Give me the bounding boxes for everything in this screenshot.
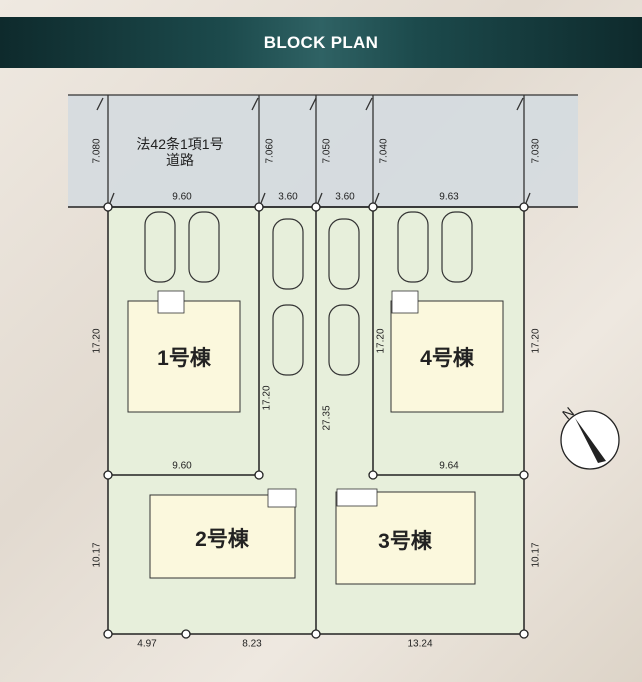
lot2-bottom-a: 4.97 xyxy=(137,638,157,650)
road-width: 7.030 xyxy=(530,138,542,164)
road-width: 7.040 xyxy=(378,138,390,164)
lot4-depth-right: 17.20 xyxy=(530,328,542,354)
road-label: 法42条1項1号道路 xyxy=(136,136,223,168)
lot2-bottom-b: 8.23 xyxy=(242,638,262,650)
road-word: 道路 xyxy=(166,152,194,168)
lot3-bottom: 13.24 xyxy=(407,638,433,650)
lot1-back: 9.60 xyxy=(172,460,192,472)
road-lines xyxy=(68,94,578,207)
page-title: BLOCK PLAN xyxy=(263,32,379,52)
lot2-pole-depth: 17.20 xyxy=(261,385,273,411)
lot1-name: 1号棟 xyxy=(157,347,211,370)
lot3-pole-depth: 27.35 xyxy=(321,405,333,431)
frontage-dim: 3.60 xyxy=(335,191,355,203)
frontage-dim: 9.60 xyxy=(172,191,192,203)
road-area xyxy=(68,95,578,207)
road-type: 法42条1項1号 xyxy=(136,136,224,152)
parking-cars xyxy=(144,211,473,376)
road-width: 7.060 xyxy=(264,138,276,164)
lot2-name: 2号棟 xyxy=(195,528,249,551)
lot3-name: 3号棟 xyxy=(378,530,432,553)
title-banner: BLOCK PLAN xyxy=(0,17,642,68)
lot4-name: 4号棟 xyxy=(420,347,474,370)
road-width: 7.050 xyxy=(321,138,333,164)
lot4-back: 9.64 xyxy=(439,460,459,472)
boundary-points xyxy=(103,202,529,639)
frontage-dim: 3.60 xyxy=(278,191,298,203)
lot2-depth: 10.17 xyxy=(91,542,103,568)
road-width: 7.080 xyxy=(91,138,103,164)
lot-boundaries xyxy=(108,207,524,634)
frontage-dim: 9.63 xyxy=(439,191,459,203)
house-footprints xyxy=(127,300,504,585)
lot3-depth: 10.17 xyxy=(530,542,542,568)
entrance-marks xyxy=(157,290,419,508)
lot4-depth-left: 17.20 xyxy=(375,328,387,354)
compass-icon xyxy=(560,410,620,470)
lot1-depth: 17.20 xyxy=(91,328,103,354)
